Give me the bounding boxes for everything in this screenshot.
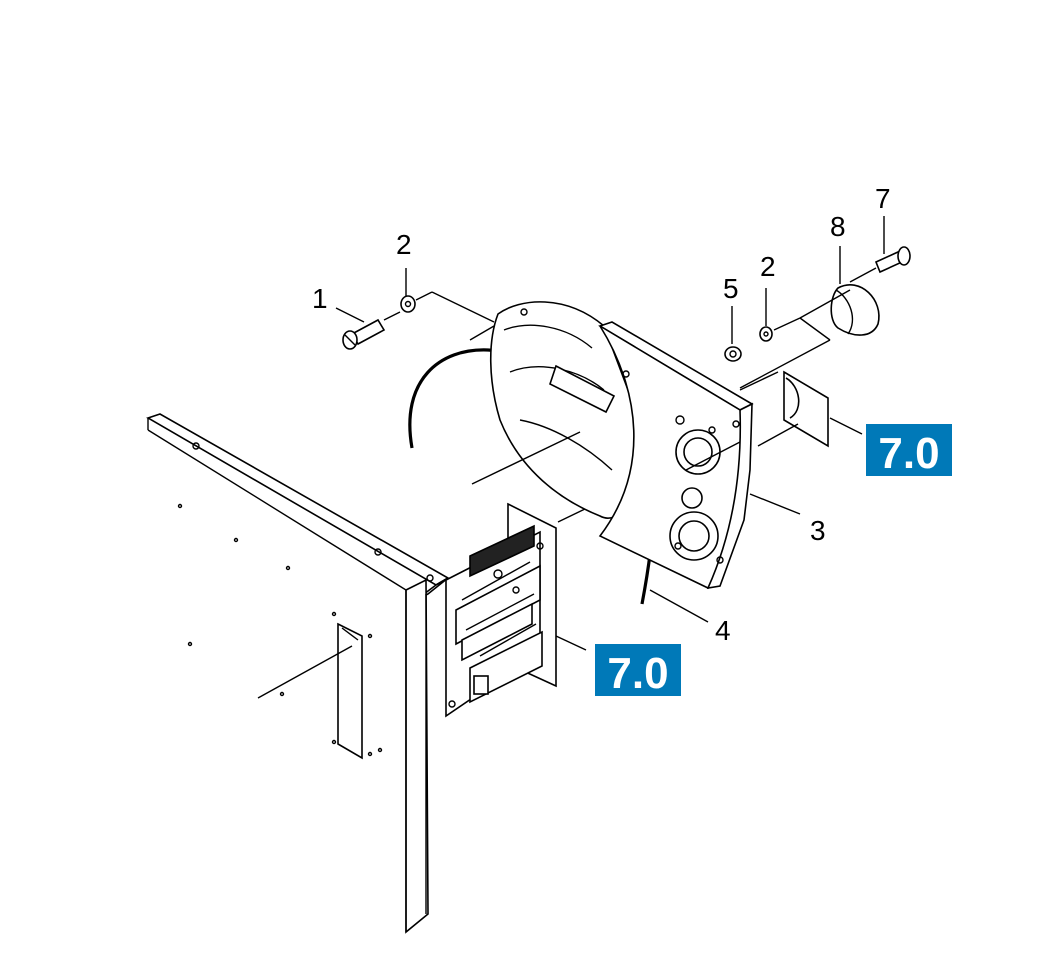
- housing-plate-3: [598, 321, 754, 590]
- fan-housing: [471, 301, 653, 519]
- part-label-3: 3: [810, 515, 826, 546]
- leader-lines: [335, 216, 885, 651]
- part-label-4: 4: [715, 615, 731, 646]
- reference-badge-upper-bg: [866, 424, 952, 476]
- reference-badge-lower-bg: [595, 644, 681, 696]
- reference-badge-lower-text: 7.0: [607, 649, 668, 698]
- part-label-5: 5: [723, 273, 739, 304]
- part-label-1: 1: [312, 283, 328, 314]
- cover-8: [830, 284, 880, 336]
- part-label-2-right: 2: [760, 251, 776, 282]
- screw-7: [849, 246, 911, 283]
- screw-1-washer-2-left: [342, 291, 495, 350]
- cover-bracket: [739, 370, 829, 448]
- reference-badge-lower: 7.0: [595, 644, 681, 698]
- reference-badge-upper: 7.0: [866, 424, 952, 478]
- part-label-8: 8: [830, 211, 846, 242]
- part-label-2-left: 2: [396, 229, 412, 260]
- nut-5-washer-2-right: [724, 289, 851, 389]
- part-label-7: 7: [875, 183, 891, 214]
- control-board: [445, 493, 617, 718]
- reference-badge-upper-text: 7.0: [878, 429, 939, 478]
- frame-panel: [146, 413, 450, 934]
